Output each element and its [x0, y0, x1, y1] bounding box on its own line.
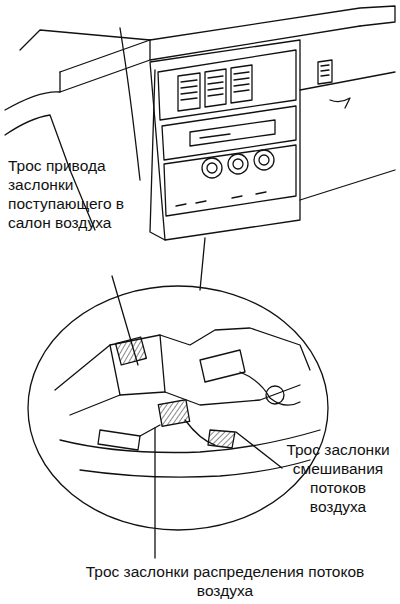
- cable-label: Трос привода заслонки поступающего в сал…: [8, 156, 132, 232]
- cable-label: Трос заслонки распределения потоков возд…: [60, 562, 390, 600]
- cable-label: Трос заслонки смешивания потоков воздуха: [282, 440, 394, 516]
